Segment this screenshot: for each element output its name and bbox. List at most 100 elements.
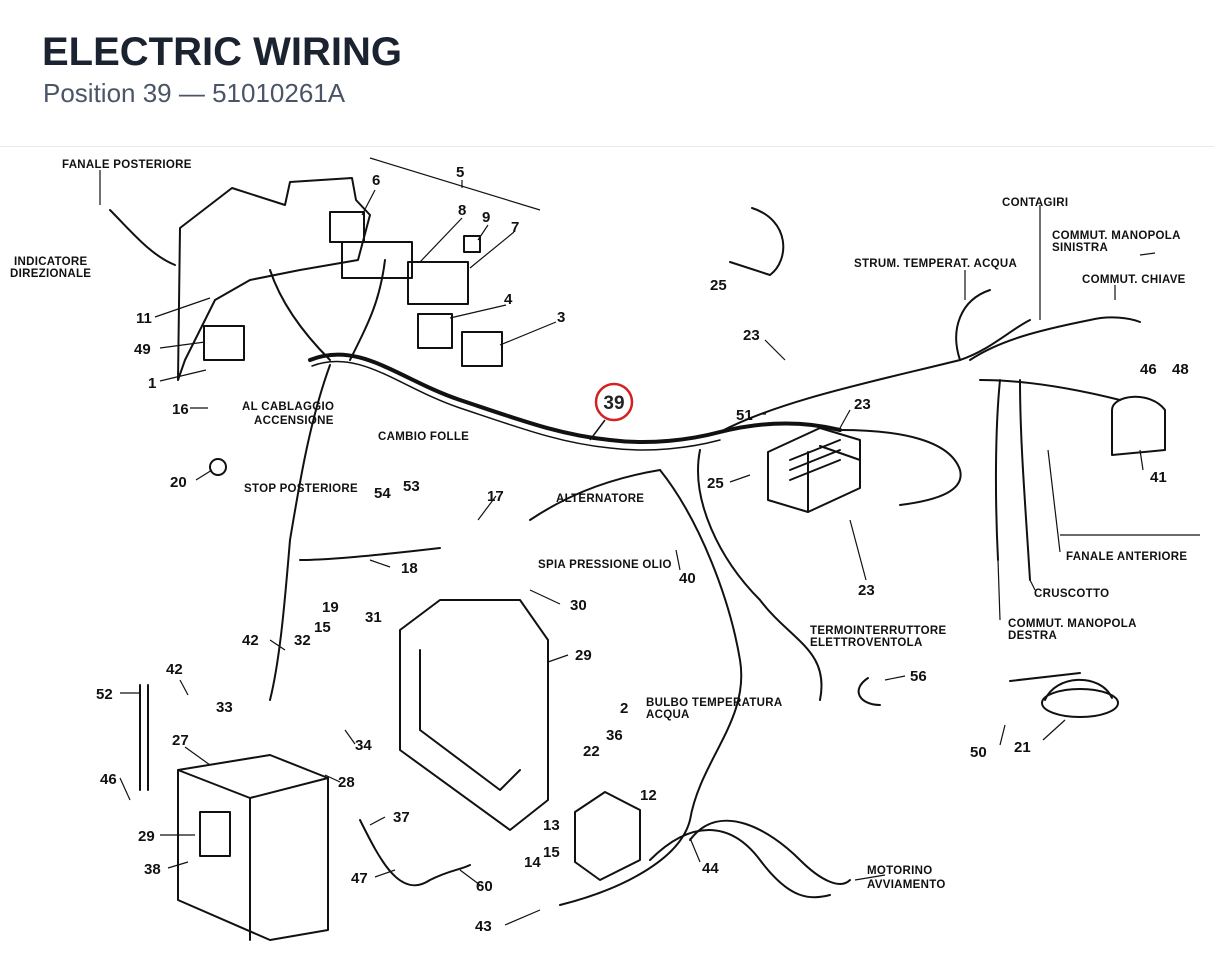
- part-number-32: 30: [570, 597, 587, 614]
- label-al-cablaggio-2: ACCENSIONE: [254, 415, 334, 427]
- part-number-4: 4: [504, 291, 513, 308]
- part-number-11: 11: [136, 310, 152, 327]
- label-commut-destra-1: COMMUT. MANOPOLA: [1008, 618, 1137, 630]
- part-49: [203, 325, 245, 361]
- part-number-47: 47: [351, 870, 368, 887]
- rear-bracket-plate: [177, 177, 371, 381]
- page-subtitle: Position 39 — 51010261A: [43, 78, 346, 108]
- label-spia-pressione-olio: SPIA PRESSIONE OLIO: [538, 559, 672, 571]
- label-commut-sinistra-1: COMMUT. MANOPOLA: [1052, 230, 1181, 242]
- label-cruscotto: CRUSCOTTO: [1034, 588, 1109, 600]
- part-number-22: 23: [854, 396, 871, 413]
- page-header: ELECTRIC WIRING Position 39 — 51010261A: [0, 0, 1214, 146]
- part-number-21: 21: [1014, 739, 1031, 756]
- part-number-52: 52: [96, 686, 113, 703]
- part-number-60: 60: [476, 878, 493, 895]
- battery-29: [177, 754, 329, 941]
- part-number-28: 28: [338, 774, 355, 791]
- part-9: [463, 235, 481, 253]
- label-cambio-folle: CAMBIO FOLLE: [378, 431, 469, 443]
- part-number-6: 6: [372, 172, 380, 189]
- part-41: [1111, 395, 1166, 456]
- label-bulbo-1: BULBO TEMPERATURA: [646, 697, 783, 709]
- part-number-5: 5: [456, 164, 464, 181]
- label-commut-chiave: COMMUT. CHIAVE: [1082, 274, 1186, 286]
- label-stop-posteriore: STOP POSTERIORE: [244, 483, 358, 495]
- part-number-12: 12: [640, 787, 657, 804]
- part-number-30: 29: [575, 647, 592, 664]
- part-number-45: 44: [702, 860, 719, 877]
- page-title: ELECTRIC WIRING: [42, 30, 402, 74]
- relay-6: [329, 211, 365, 243]
- part-number-46: 46: [1140, 361, 1157, 378]
- part-number-55: 54: [374, 485, 391, 502]
- part-number-48: 48: [1172, 361, 1189, 378]
- label-contagiri: CONTAGIRI: [1002, 197, 1068, 209]
- part-number-38: 38: [144, 861, 161, 878]
- part-number-36: 36: [606, 727, 623, 744]
- part-4: [417, 313, 453, 349]
- part-number-33: 32: [294, 632, 311, 649]
- part-number-23b: 23: [858, 582, 875, 599]
- cable-45: [649, 829, 831, 899]
- part-number-13: 13: [543, 817, 560, 834]
- label-indicatore-2: DIREZIONALE: [10, 268, 91, 280]
- part-number-7: 7: [511, 219, 519, 236]
- relay-5: [341, 241, 413, 279]
- part-number-17: 17: [487, 488, 504, 505]
- label-motorino-2: AVVIAMENTO: [867, 879, 946, 891]
- part-number-40: 40: [679, 570, 696, 587]
- label-commut-sinistra-2: SINISTRA: [1052, 242, 1108, 254]
- label-al-cablaggio-1: AL CABLAGGIO: [242, 401, 334, 413]
- header-divider: [0, 146, 1214, 147]
- main-harness-39: [308, 352, 842, 445]
- part-number-15a: 15: [314, 619, 331, 636]
- label-fanale-anteriore: FANALE ANTERIORE: [1066, 551, 1187, 563]
- relay-7: [407, 261, 469, 305]
- wiring-diagram: 39: [0, 147, 1214, 972]
- clip-26: [729, 207, 785, 276]
- part-number-18: 18: [401, 560, 418, 577]
- part-number-53: 46: [100, 771, 117, 788]
- part-number-20: 20: [170, 474, 187, 491]
- battery-box-30: [399, 599, 549, 831]
- highlight-circle-39: [594, 382, 634, 422]
- label-fanale-posteriore: FANALE POSTERIORE: [62, 159, 192, 171]
- part-number-49: 49: [134, 341, 151, 358]
- part-number-34: 34: [355, 737, 372, 754]
- label-strum-temperat: STRUM. TEMPERAT. ACQUA: [854, 258, 1017, 270]
- part-number-35: 33: [216, 699, 233, 716]
- part-number-19: 19: [322, 599, 339, 616]
- label-commut-destra-2: DESTRA: [1008, 630, 1057, 642]
- part-number-2: 2: [620, 700, 628, 717]
- part-20: [209, 458, 227, 476]
- part-number-41: 41: [1150, 469, 1167, 486]
- label-bulbo-2: ACQUA: [646, 709, 690, 721]
- highlight-number-39: 39: [603, 393, 624, 414]
- clip-56: [857, 677, 881, 706]
- part-number-23a: 23: [743, 327, 760, 344]
- part-number-50: 50: [970, 744, 987, 761]
- part-number-51: 51: [736, 407, 753, 424]
- part-number-3: 3: [557, 309, 565, 326]
- part-number-27: 27: [172, 732, 189, 749]
- part-number-31: 31: [365, 609, 382, 626]
- label-termo-1: TERMOINTERRUTTORE: [810, 625, 947, 637]
- part-number-29: 29: [138, 828, 155, 845]
- part-number-24: 22: [583, 743, 600, 760]
- cable-47: [359, 819, 471, 887]
- part-number-54: 53: [403, 478, 420, 495]
- horn-21: [1041, 688, 1119, 718]
- part-number-14: 14: [524, 854, 541, 871]
- label-termo-2: ELETTROVENTOLA: [810, 637, 923, 649]
- wiring-diagram-svg: 39: [10, 157, 1200, 941]
- part-number-56: 56: [910, 668, 927, 685]
- part-3: [461, 331, 503, 367]
- part-number-8: 8: [458, 202, 466, 219]
- part-number-25: 25: [707, 475, 724, 492]
- part-number-1: 1: [148, 375, 156, 392]
- label-motorino-1: MOTORINO: [867, 865, 932, 877]
- part-number-37: 37: [393, 809, 410, 826]
- part-number-42: 42: [166, 661, 183, 678]
- starter-relay-12: [574, 791, 641, 881]
